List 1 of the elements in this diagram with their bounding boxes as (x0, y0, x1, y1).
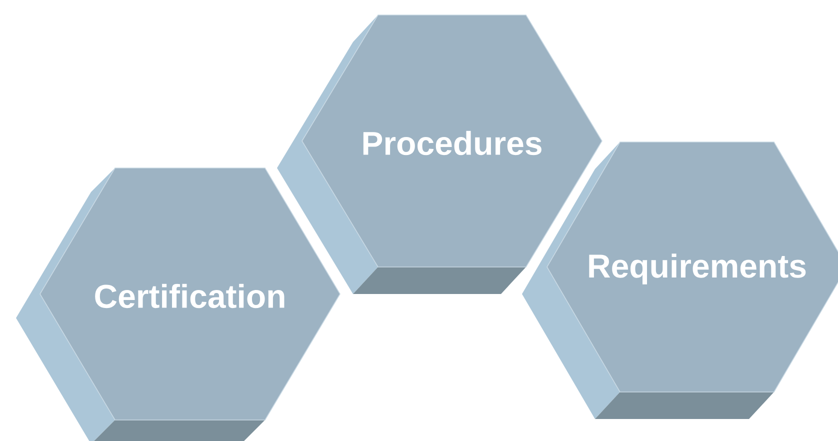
hexagon: Certification (16, 168, 340, 441)
